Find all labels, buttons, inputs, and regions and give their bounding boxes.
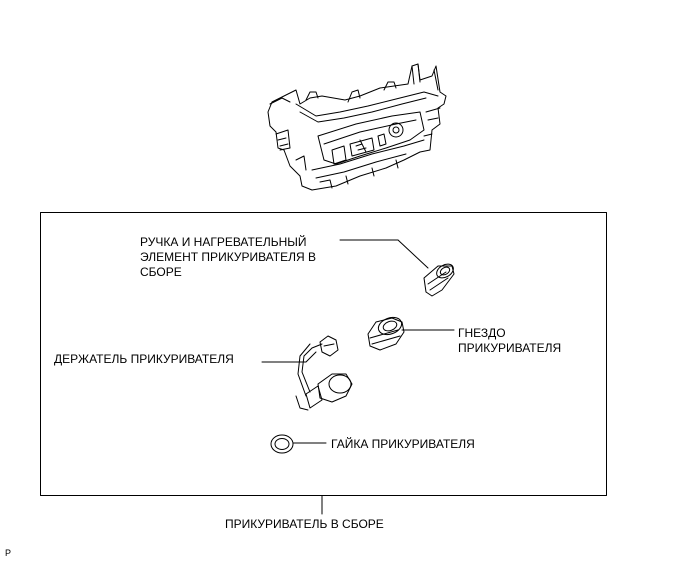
label-socket-line1: ГНЕЗДО (458, 326, 506, 340)
leader-knob-bend (397, 239, 429, 269)
label-knob-line1: РУЧКА И НАГРЕВАТЕЛЬНЫЙ (140, 235, 307, 249)
label-knob-line3: СБОРЕ (140, 265, 182, 279)
label-knob-line2: ЭЛЕМЕНТ ПРИКУРИВАТЕЛЯ В (140, 250, 316, 264)
socket-illustration (367, 316, 405, 351)
knob-element-illustration (423, 263, 455, 297)
label-socket: ГНЕЗДО ПРИКУРИВАТЕЛЯ (458, 326, 561, 356)
label-holder: ДЕРЖАТЕЛЬ ПРИКУРИВАТЕЛЯ (54, 352, 234, 366)
leader-lines (261, 239, 455, 515)
label-nut: ГАЙКА ПРИКУРИВАТЕЛЯ (331, 437, 475, 451)
console-panel-illustration (267, 63, 447, 191)
parts-frame (40, 212, 607, 496)
label-assembly: ПРИКУРИВАТЕЛЬ В СБОРЕ (225, 517, 384, 531)
holder-illustration (295, 335, 353, 411)
nut-illustration (270, 434, 294, 454)
figure-code: P (5, 548, 12, 558)
leader-holder (261, 351, 317, 363)
label-knob-heating-element: РУЧКА И НАГРЕВАТЕЛЬНЫЙ ЭЛЕМЕНТ ПРИКУРИВА… (140, 235, 316, 280)
label-socket-line2: ПРИКУРИВАТЕЛЯ (458, 341, 562, 355)
